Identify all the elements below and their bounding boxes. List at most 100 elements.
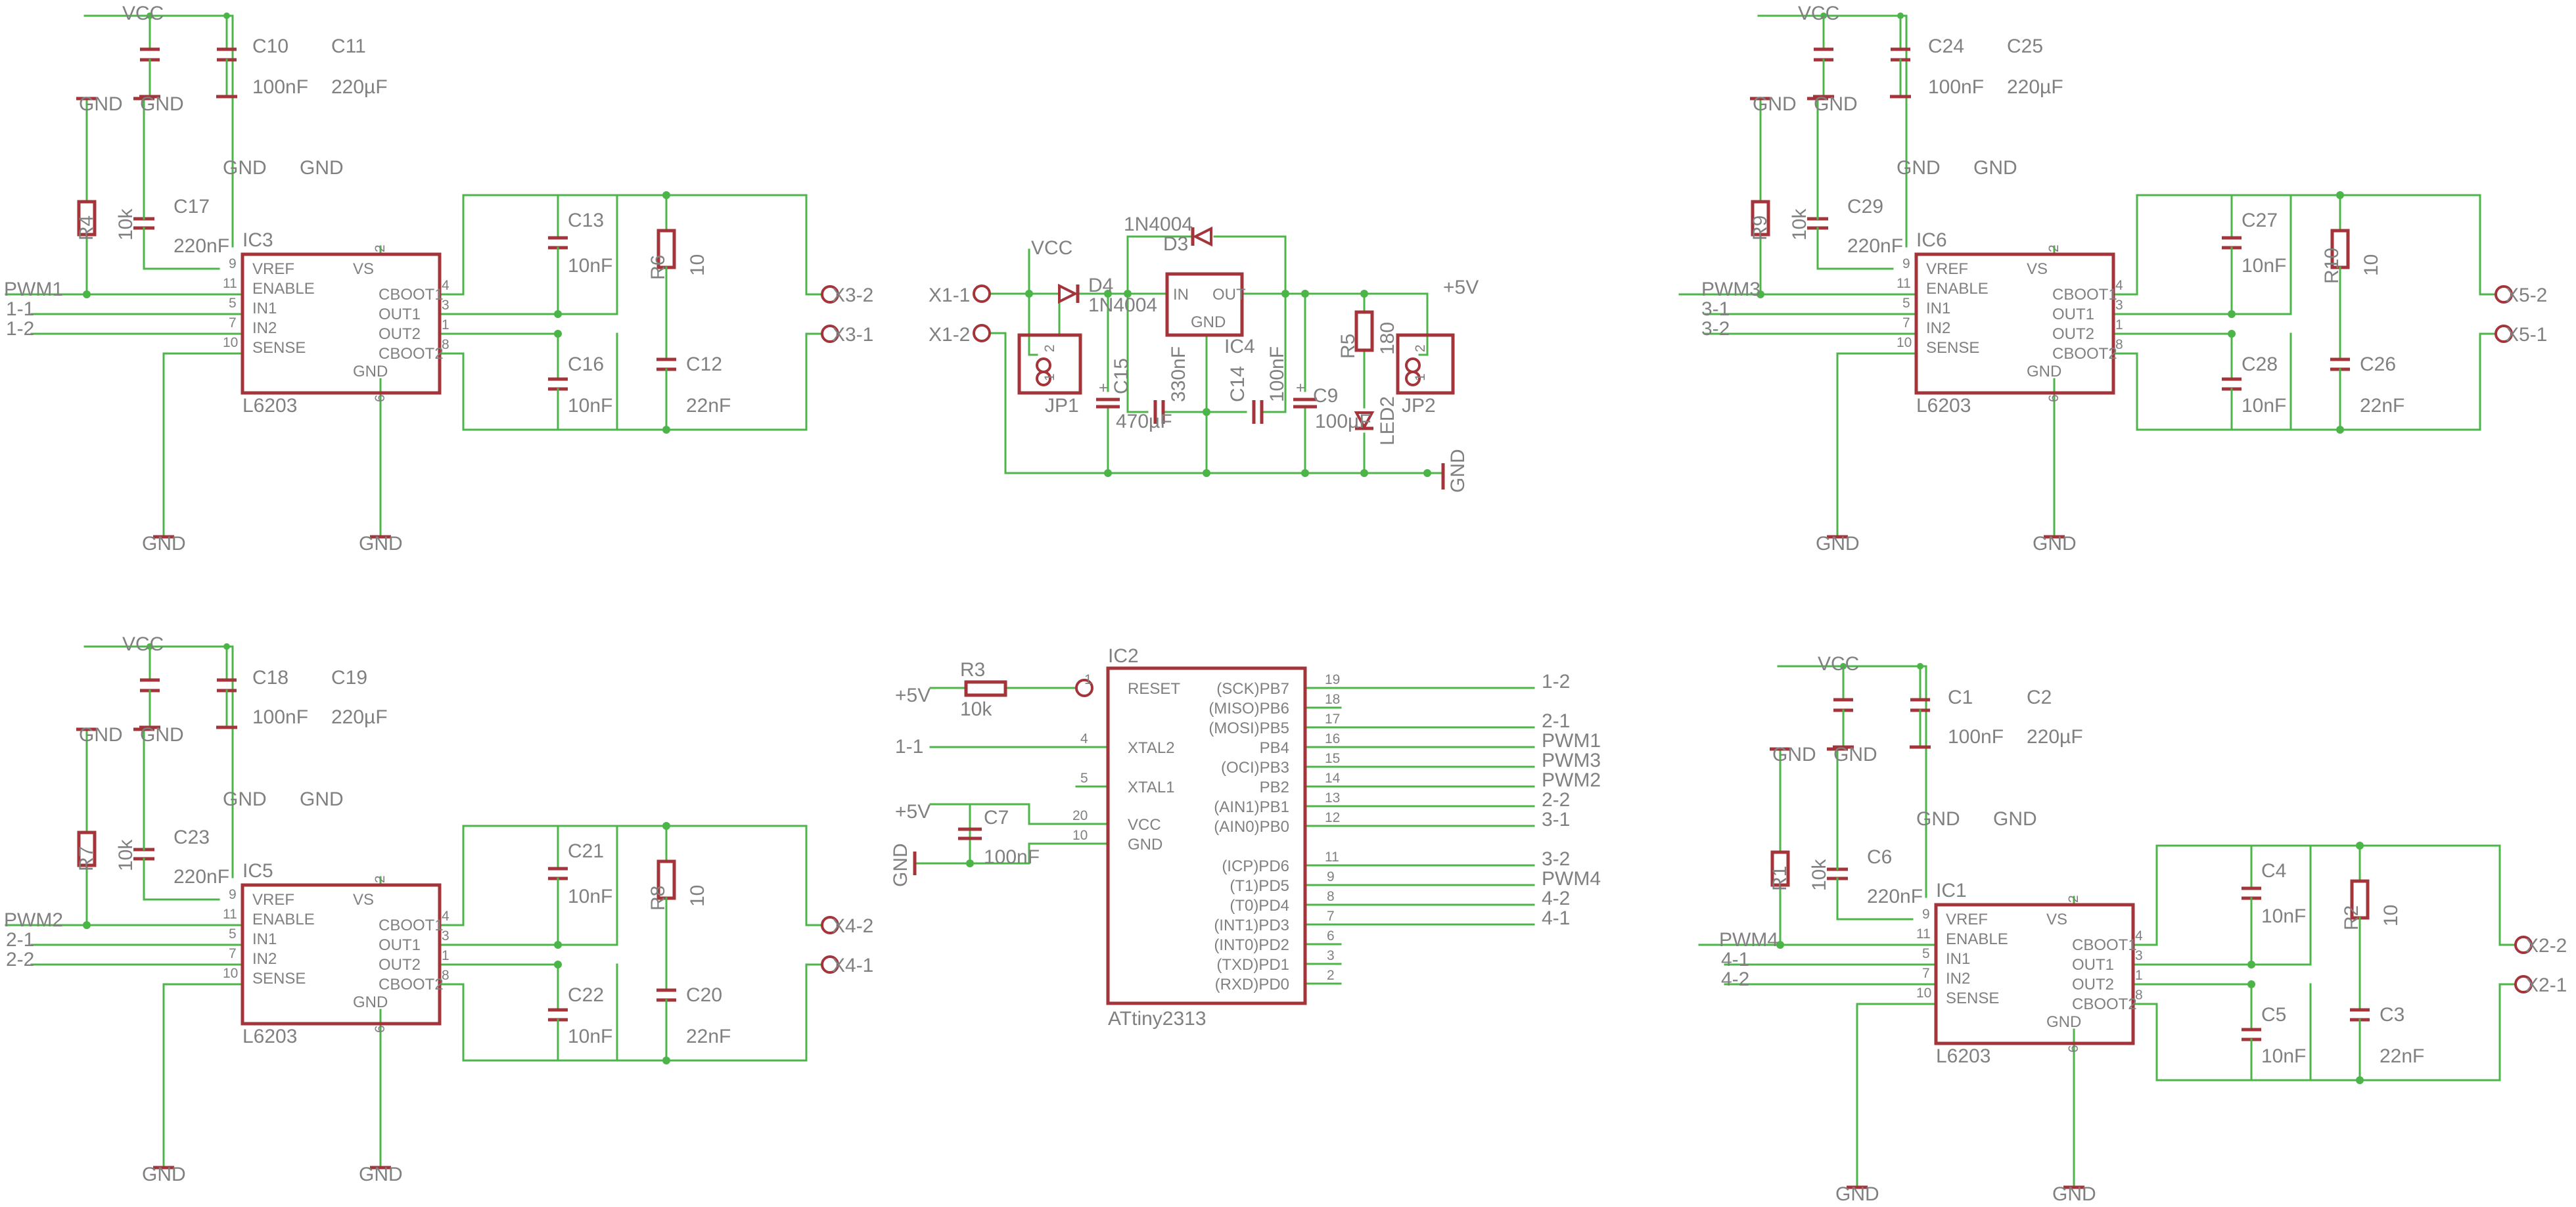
pin-num: 12 [1325,810,1340,825]
connector-x4-2: X4-2 [832,915,873,937]
pin-out1: OUT1 [379,306,421,323]
connector-x5-2: X5-2 [2506,285,2547,306]
pin-vs: VS [2027,260,2048,278]
pwm4-net: PWM4 [1719,929,1778,951]
pin-num: 11 [1916,926,1931,942]
connector-x3-2: X3-2 [832,285,873,306]
pin-num: 6 [373,394,388,402]
pin-num: 3 [2115,298,2123,313]
pin-out2: OUT2 [379,325,421,343]
jumper-jp2: JP2 [1402,395,1436,417]
cap-c13-value: 10nF [568,255,612,277]
res-r3-value: 10k [960,698,992,720]
cap-c24-name: C24 [1928,35,1964,57]
cap-330nf-value: 330nF [1168,346,1189,402]
pin-num: 1 [2135,968,2143,983]
pin-out2: OUT2 [2052,325,2094,343]
cap-c14-value: 100nF [1266,346,1288,402]
vcc-net-label: VCC [122,3,164,24]
cap-c12-name: C12 [686,353,722,375]
jumper-jp1: JP1 [1045,395,1079,417]
pin-num: 4 [442,278,449,293]
pin-in2: IN2 [1946,970,1970,988]
cap-c11-name: C11 [331,35,366,57]
gnd-label: GND [2052,1183,2096,1205]
pin-vs: VS [353,260,374,278]
pin-num: 5 [1080,771,1088,786]
gnd-label: GND [359,533,403,555]
pin-num: 7 [1922,966,1930,981]
pin-num: 11 [223,907,237,922]
net-3-1: 3-1 [1701,298,1730,320]
pin-sense: SENSE [1946,990,1999,1007]
polarity-plus: + [1099,379,1108,397]
cap-c7-value: 100nF [984,846,1040,868]
pin-vref: VREF [252,891,294,909]
pin-pd4: (T0)PD4 [1230,897,1289,915]
pin-num: 6 [1327,928,1335,944]
pin-num: 2 [1327,968,1335,983]
gnd-label: GND [223,788,267,810]
pin-num: 8 [1327,889,1335,904]
pin-pb0: (AIN0)PB0 [1214,818,1289,836]
pin-sense: SENSE [252,339,306,357]
net-pwm4: PWM4 [1542,868,1601,890]
pin-num: 5 [229,926,237,942]
res-r6-value: 10 [687,254,708,276]
cap-c21-value: 10nF [568,886,612,907]
pin-cboot2: CBOOT2 [379,345,444,363]
net-1-2: 1-2 [1542,671,1570,693]
cap-c1-value: 100nF [1948,726,2004,748]
vcc-net-label: VCC [1798,3,1839,24]
connector-x2-1: X2-1 [2525,974,2567,996]
res-r10-name: R10 [2321,248,2343,284]
pin-pb2: PB2 [1260,779,1289,796]
cap-c10-value: 100nF [252,76,308,98]
cap-c5-value: 10nF [2261,1045,2306,1067]
pin-vref: VREF [252,260,294,278]
pin-pb5: (MOSI)PB5 [1208,719,1289,737]
net-1-1: 1-1 [895,736,923,758]
driver-ic5-block: VCC C18 100nF C19 220µF GND GND GND GND … [4,633,873,1185]
pin-num: 7 [229,315,237,330]
pin-reset: RESET [1128,680,1180,698]
pin-num: 9 [229,256,237,271]
pin-num: 4 [442,909,449,924]
jp2-pin: 2 [1413,344,1428,352]
pin-out1: OUT1 [379,936,421,954]
cap-c4-value: 10nF [2261,905,2306,927]
vcc-net-label: VCC [1031,237,1072,259]
pin-gnd: GND [2027,363,2061,380]
vcc-net-label: VCC [1818,653,1859,675]
net-4-1: 4-1 [1721,949,1749,970]
jp1-pin: 2 [1042,344,1057,352]
ic2-chip: ATtiny2313 [1108,1008,1207,1030]
res-r5-value: 180 [1377,322,1398,355]
gnd-label: GND [1816,533,1860,555]
pin-cboot1: CBOOT1 [379,286,444,304]
mcu-block: IC2 ATtiny2313 R3 10k +5V 1-1 +5V C7 100… [890,645,1601,1030]
pin-num: 20 [1072,808,1088,823]
gnd-label: GND [142,533,186,555]
cap-c23-name: C23 [173,827,210,848]
pin-num: 7 [229,946,237,961]
res-r6-name: R6 [647,255,669,280]
connector-x4-1: X4-1 [832,955,873,976]
pin-enable: ENABLE [252,911,315,928]
pin-num: 6 [373,1025,388,1033]
cap-c25-value: 220µF [2007,76,2063,98]
pin-cboot1: CBOOT1 [2072,936,2137,954]
cap-c28-value: 10nF [2242,395,2286,417]
diode-d4-value: 1N4004 [1088,294,1157,316]
gnd-label: GND [140,93,184,115]
ic5-chip: L6203 [242,1026,297,1047]
cap-c15-value: 470µF [1116,411,1172,432]
pin-num: 9 [1922,907,1930,922]
cap-c26-value: 22nF [2360,395,2404,417]
cap-c24-value: 100nF [1928,76,1984,98]
gnd-label: GND [300,157,344,179]
connector-x1-2: X1-2 [929,324,970,346]
net-3-1: 3-1 [1542,809,1570,831]
net-4-2: 4-2 [1721,968,1749,990]
